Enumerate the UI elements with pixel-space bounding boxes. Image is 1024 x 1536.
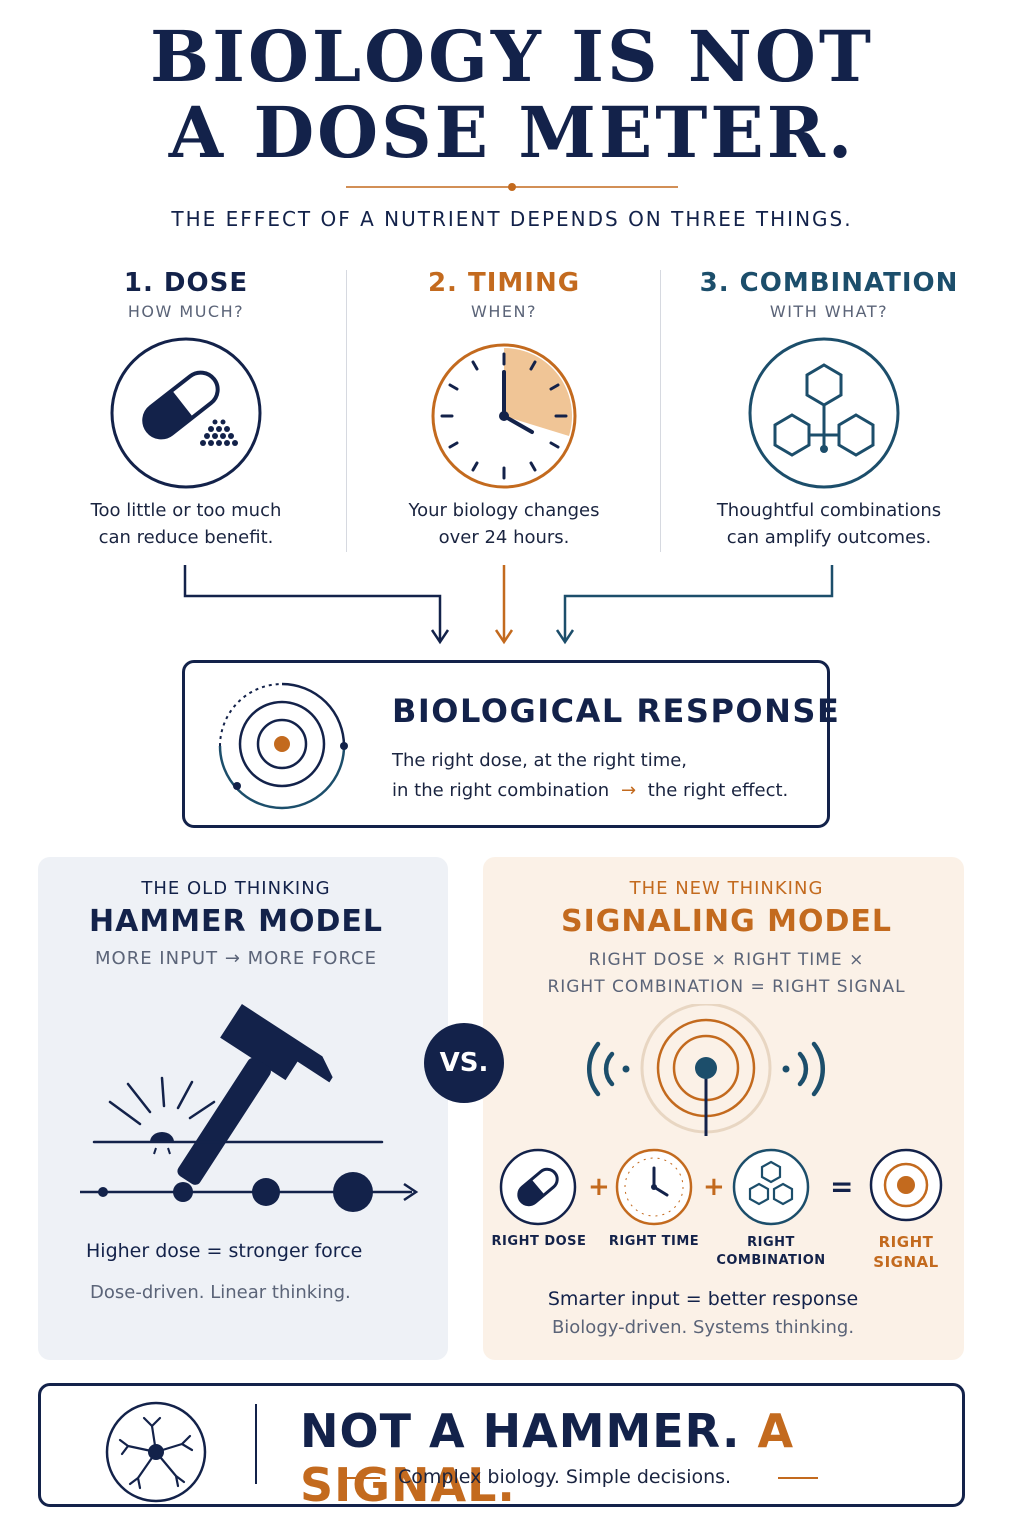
footer-subtitle: Complex biology. Simple decisions. — [398, 1466, 732, 1488]
old-model-note: Dose-driven. Linear thinking. — [90, 1282, 351, 1303]
column-divider — [346, 270, 347, 552]
target-orbit-icon — [218, 682, 348, 810]
clock-icon — [615, 1148, 693, 1226]
new-thinking-panel — [483, 857, 964, 1360]
description-line: Your biology changes — [408, 500, 600, 521]
factor-question: WHEN? — [471, 302, 537, 321]
pill-icon — [499, 1148, 577, 1226]
new-eyebrow: THE NEW THINKING — [629, 878, 824, 899]
factor-timing: 2. TIMING WHEN? — [354, 268, 654, 321]
factor-combination-heading: 3. COMBINATION — [674, 268, 984, 298]
new-model-title: SIGNALING MODEL — [560, 904, 893, 939]
description-line: Thoughtful combinations — [716, 500, 942, 521]
page-title-line-2: A DOSE METER. — [168, 91, 856, 174]
factor-dose: 1. DOSE HOW MUCH? — [36, 268, 336, 321]
factor-combination: 3. COMBINATION WITH WHAT? — [674, 268, 984, 321]
factor-combination-description: Thoughtful combinations can amplify outc… — [674, 497, 984, 551]
formula-line: RIGHT DOSE × RIGHT TIME × — [588, 950, 865, 970]
eq-label-signal: RIGHT SIGNAL — [856, 1232, 956, 1272]
description-line: Too little or too much — [90, 500, 282, 521]
description-line: can reduce benefit. — [98, 527, 274, 548]
factor-number: 3. — [699, 268, 730, 298]
formula-line: RIGHT COMBINATION = RIGHT SIGNAL — [547, 977, 906, 997]
clock-icon — [431, 343, 577, 489]
title-divider — [346, 183, 678, 191]
page-subtitle: THE EFFECT OF A NUTRIENT DEPENDS ON THRE… — [171, 207, 853, 231]
response-line-end: the right effect. — [647, 780, 789, 801]
old-eyebrow: THE OLD THINKING — [141, 878, 331, 899]
factor-dose-heading: 1. DOSE — [36, 268, 336, 298]
factor-name: COMBINATION — [739, 268, 959, 298]
factor-dose-description: Too little or too much can reduce benefi… — [36, 497, 336, 551]
footer-rule-right — [778, 1477, 818, 1479]
page-title-line-1: BIOLOGY IS NOT — [150, 15, 874, 98]
response-line: in the right combination → the right eff… — [392, 776, 788, 806]
molecule-icon — [732, 1148, 810, 1226]
signal-broadcast-icon — [587, 1004, 825, 1136]
factor-number: 1. — [123, 268, 154, 298]
vs-badge: VS. — [424, 1023, 504, 1103]
plus-sign: + — [703, 1172, 725, 1202]
old-model-caption: Higher dose = stronger force — [86, 1240, 363, 1262]
eq-label-dose: RIGHT DOSE — [491, 1234, 587, 1249]
eq-label-time: RIGHT TIME — [608, 1234, 700, 1249]
new-model-caption: Smarter input = better response — [547, 1288, 859, 1310]
factor-name: TIMING — [467, 268, 581, 298]
label-line: RIGHT — [747, 1235, 795, 1250]
footer-divider — [255, 1404, 257, 1484]
footer-title-part-1: NOT A HAMMER. — [300, 1404, 741, 1458]
new-model-formula: RIGHT DOSE × RIGHT TIME × RIGHT COMBINAT… — [483, 947, 970, 1001]
factor-question: HOW MUCH? — [127, 302, 245, 321]
factor-name: DOSE — [163, 268, 249, 298]
arrow-right-icon: → — [620, 780, 637, 801]
footer-title: NOT A HAMMER. A SIGNAL. — [300, 1404, 1024, 1512]
old-model-formula: MORE INPUT → MORE FORCE — [95, 948, 377, 969]
hammer-icon — [80, 1004, 419, 1212]
plus-sign: + — [588, 1172, 610, 1202]
description-line: over 24 hours. — [438, 527, 570, 548]
eq-label-combination: RIGHT COMBINATION — [711, 1234, 831, 1270]
response-line-start: in the right combination — [392, 780, 610, 801]
factor-timing-heading: 2. TIMING — [354, 268, 654, 298]
label-line: COMBINATION — [716, 1253, 826, 1268]
response-title: BIOLOGICAL RESPONSE — [392, 692, 841, 730]
factor-number: 2. — [427, 268, 458, 298]
equals-sign: = — [830, 1170, 854, 1203]
signal-target-icon — [869, 1148, 943, 1222]
label-line: RIGHT — [878, 1233, 934, 1251]
flow-arrows — [183, 565, 834, 645]
response-text: The right dose, at the right time, in th… — [392, 746, 788, 806]
footer-title-part-2: A SIGNAL. — [300, 1404, 795, 1512]
footer-banner — [38, 1383, 965, 1507]
response-line: The right dose, at the right time, — [392, 750, 688, 771]
molecule-icon — [748, 337, 900, 489]
column-divider — [660, 270, 661, 552]
description-line: can amplify outcomes. — [726, 527, 932, 548]
factor-question: WITH WHAT? — [769, 302, 889, 321]
neuron-icon — [105, 1401, 207, 1503]
pill-powder-icon — [110, 337, 262, 489]
new-model-note: Biology-driven. Systems thinking. — [551, 1317, 855, 1338]
factor-timing-description: Your biology changes over 24 hours. — [354, 497, 654, 551]
old-model-title: HAMMER MODEL — [89, 904, 383, 939]
label-line: SIGNAL — [873, 1253, 939, 1271]
footer-rule-left — [340, 1477, 380, 1479]
